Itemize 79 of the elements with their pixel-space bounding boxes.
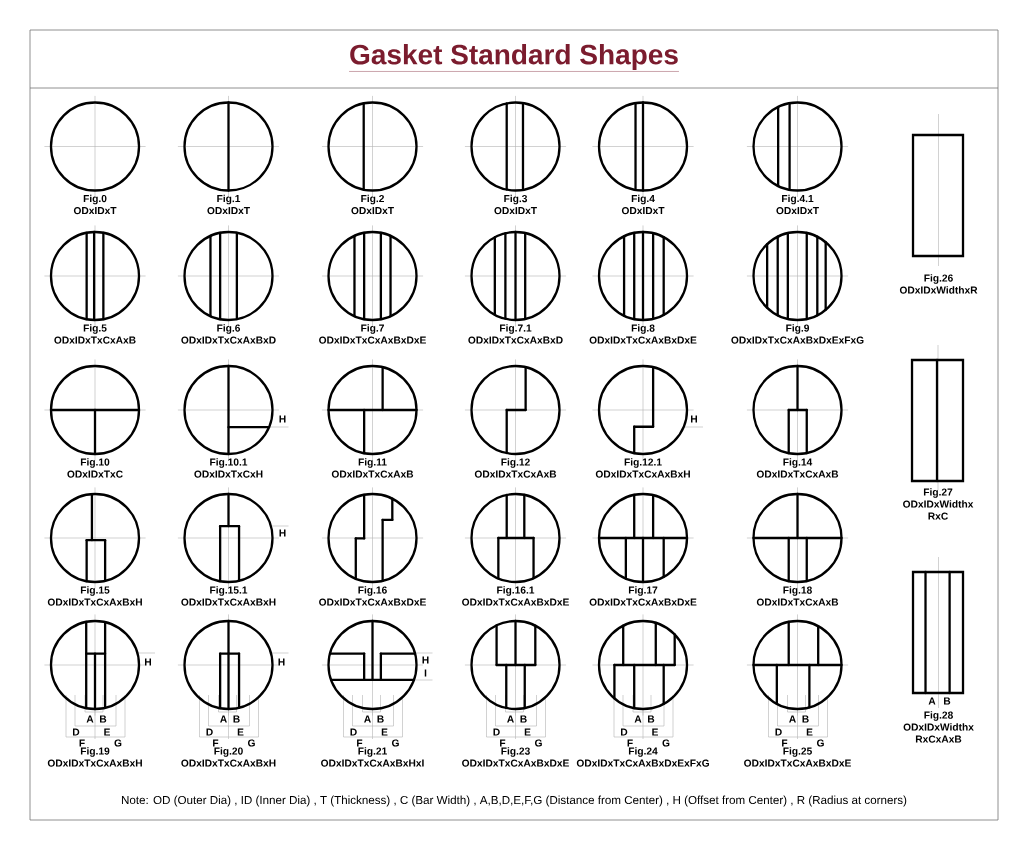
dimension-label: A — [507, 715, 514, 723]
dimension-label: F — [782, 739, 788, 747]
dimension-label: H — [422, 656, 429, 664]
dimension-label: G — [534, 739, 542, 747]
dimension-label: G — [662, 739, 670, 747]
figure-caption: Fig.26 ODxIDxWidthxR — [899, 274, 978, 294]
figure-caption: Fig.8 ODxIDxTxCxAxBxDxE — [589, 324, 697, 344]
dimension-label: D — [73, 728, 80, 736]
dimension-label: F — [357, 739, 363, 747]
figure-caption: Fig.5 ODxIDxTxCxAxB — [54, 324, 136, 344]
dimension-label: A — [928, 697, 936, 705]
figure-caption: Fig.23 ODxIDxTxCxAxBxDxE — [462, 747, 569, 767]
figure-caption: Fig.7 ODxIDxTxCxAxBxDxE — [319, 324, 426, 344]
dimension-label: H — [278, 658, 285, 666]
dimension-label: B — [520, 715, 527, 723]
note: Note: OD (Outer Dia) , ID (Inner Dia) , T (Thickness) , C (Bar Width) , A,B,D,E,F,G (Distance from Center) , H (Offset from Center) , R (Radius at corners) — [122, 795, 907, 807]
dimension-label: F — [213, 739, 219, 747]
figure-caption: Fig.0 ODxIDxT — [73, 194, 117, 215]
figure-caption: Fig.27 ODxIDxWidthx RxC — [903, 488, 974, 520]
figure-caption: Fig.24 ODxIDxTxCxAxBxDxExFxG — [576, 747, 709, 767]
dimension-label: A — [86, 715, 94, 723]
figure-caption: Fig.4.1 ODxIDxT — [776, 194, 819, 215]
dimension-label: G — [816, 739, 824, 747]
dimension-label: G — [391, 739, 399, 747]
dimension-label: D — [775, 728, 782, 736]
dimension-label: H — [145, 658, 151, 666]
figure-caption: Fig.9 ODxIDxTxCxAxBxDxExFxG — [731, 324, 864, 344]
figure-caption: Fig.15 ODxIDxTxCxAxBxH — [47, 586, 142, 606]
dimension-label: F — [627, 739, 633, 747]
dimension-label: A — [634, 715, 642, 723]
figure-caption: Fig.18 ODxIDxTxCxAxB — [756, 586, 839, 606]
dimension-label: D — [621, 728, 628, 736]
dimension-label: G — [114, 739, 122, 747]
figure-caption: Fig.21 ODxIDxTxCxAxBxHxI — [321, 747, 424, 767]
dimension-label: B — [944, 697, 951, 705]
dimension-label: E — [104, 728, 110, 736]
title: Gasket Standard Shapes — [348, 43, 680, 72]
dimension-label: B — [648, 715, 655, 723]
dimension-label: B — [802, 715, 809, 723]
dimension-label: E — [381, 728, 388, 736]
dimension-label: A — [789, 715, 796, 723]
figure-caption: Fig.7.1 ODxIDxTxCxAxBxD — [468, 324, 563, 344]
figure-caption: Fig.25 ODxIDxTxCxAxBxDxE — [744, 747, 851, 767]
dimension-label: H — [279, 415, 286, 423]
dimension-label: E — [652, 728, 658, 736]
figure-caption: Fig.6 ODxIDxTxCxAxBxD — [181, 324, 276, 344]
figure-caption: Fig.16 ODxIDxTxCxAxBxDxE — [319, 586, 426, 606]
figure-caption: Fig.4 ODxIDxT — [621, 194, 665, 215]
figure-caption: Fig.16.1 ODxIDxTxCxAxBxDxE — [462, 586, 569, 606]
dimension-label: E — [237, 728, 244, 736]
figure-caption: Fig.28 ODxIDxWidthx RxCxAxB — [903, 711, 974, 743]
figure-caption: Fig.19 ODxIDxTxCxAxBxH — [47, 747, 142, 767]
dimension-label: D — [350, 728, 357, 736]
dimension-label: B — [377, 715, 384, 723]
dimension-label: F — [79, 739, 85, 747]
dimension-label: I — [424, 669, 427, 677]
figure-caption: Fig.15.1 ODxIDxTxCxAxBxH — [181, 586, 276, 606]
dimension-label: G — [247, 739, 255, 747]
dimension-label: A — [220, 715, 227, 723]
dimension-label: H — [279, 529, 286, 537]
dimension-label: E — [806, 728, 813, 736]
figure-caption: Fig.12.1 ODxIDxTxCxAxBxH — [595, 458, 690, 478]
figure-caption: Fig.10 ODxIDxTxC — [67, 458, 123, 478]
figure-caption: Fig.20 ODxIDxTxCxAxBxH — [181, 747, 276, 767]
dimension-label: E — [524, 728, 531, 736]
dimension-label: F — [500, 739, 506, 747]
figure-caption: Fig.11 ODxIDxTxCxAxB — [331, 458, 414, 478]
figure-caption: Fig.17 ODxIDxTxCxAxBxDxE — [589, 586, 697, 606]
dimension-label: B — [233, 715, 240, 723]
figure-caption: Fig.1 ODxIDxT — [207, 194, 250, 215]
dimension-label: B — [100, 715, 107, 723]
figure-caption: Fig.2 ODxIDxT — [351, 194, 394, 215]
dimension-label: D — [493, 728, 500, 736]
figure-caption: Fig.3 ODxIDxT — [494, 194, 537, 215]
dimension-label: D — [206, 728, 213, 736]
dimension-label: A — [364, 715, 371, 723]
figure-caption: Fig.12 ODxIDxTxCxAxB — [474, 458, 557, 478]
figure-caption: Fig.10.1 ODxIDxTxCxH — [194, 458, 263, 478]
figure-caption: Fig.14 ODxIDxTxCxAxB — [756, 458, 839, 478]
